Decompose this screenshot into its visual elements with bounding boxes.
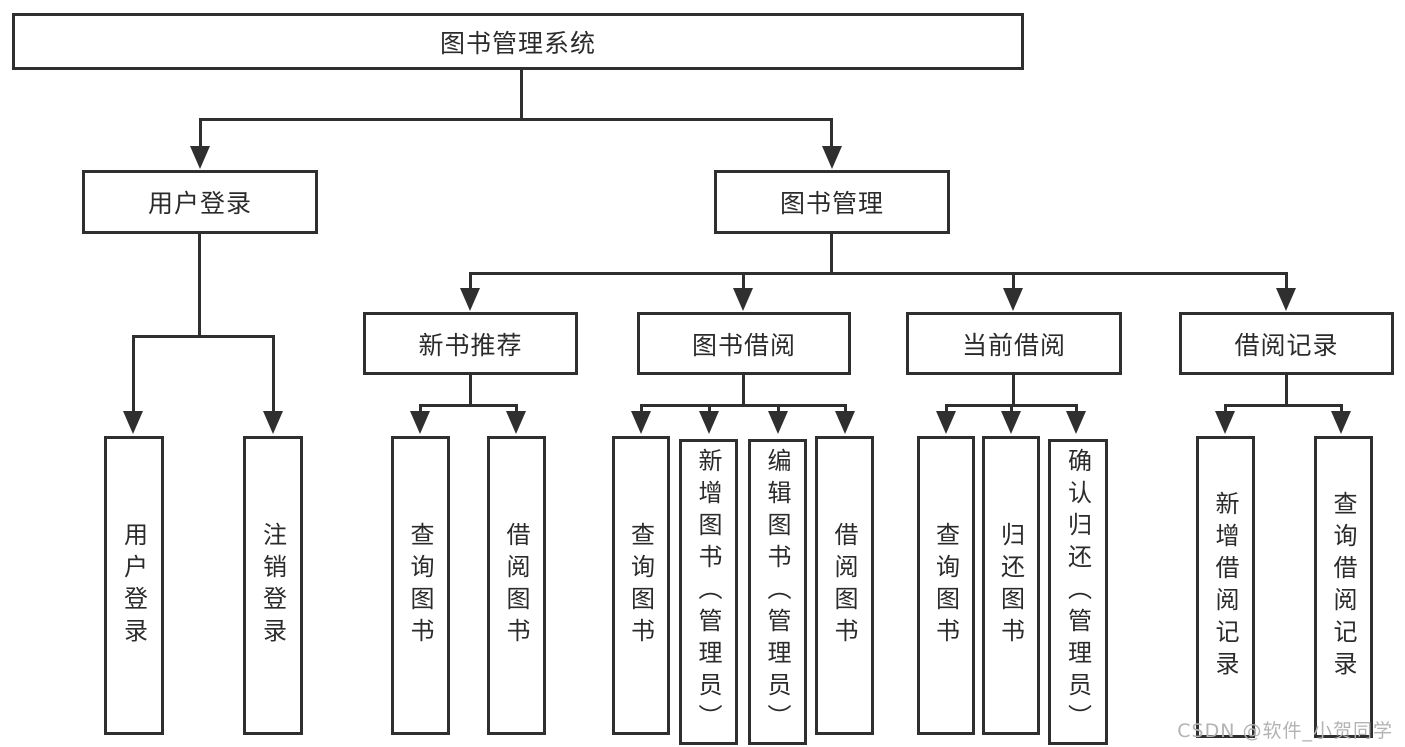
arrow-down-icon xyxy=(410,411,430,434)
connector-line xyxy=(640,404,643,414)
connector-line xyxy=(198,234,201,336)
leaf-query-books: 查询图书 xyxy=(917,436,975,735)
connector-line xyxy=(1075,404,1078,414)
connector-line xyxy=(520,70,523,118)
node-borrow-records: 借阅记录 xyxy=(1179,312,1394,375)
arrow-down-icon xyxy=(123,411,143,434)
leaf-confirm-return-admin: 确认归还（管理员） xyxy=(1048,439,1108,745)
connector-line xyxy=(640,404,847,407)
leaf-user-login: 用户登录 xyxy=(104,436,164,735)
leaf-edit-books-admin: 编辑图书（管理员） xyxy=(748,439,807,745)
node-new-book-recommend: 新书推荐 xyxy=(363,312,578,375)
connector-line xyxy=(1340,404,1343,414)
arrow-down-icon xyxy=(460,288,480,311)
leaf-add-books-admin: 新增图书（管理员） xyxy=(679,439,738,745)
connector-line xyxy=(777,404,780,414)
connector-line xyxy=(830,118,833,150)
arrow-down-icon xyxy=(1215,411,1235,434)
connector-line xyxy=(708,404,711,414)
leaf-query-books: 查询图书 xyxy=(391,436,450,735)
arrow-down-icon xyxy=(263,411,283,434)
arrow-down-icon xyxy=(936,411,956,434)
arrow-down-icon xyxy=(1003,288,1023,311)
leaf-borrow-books: 借阅图书 xyxy=(487,436,546,735)
arrow-down-icon xyxy=(506,411,526,434)
connector-line xyxy=(844,404,847,414)
node-user-login: 用户登录 xyxy=(82,170,318,234)
connector-line xyxy=(1224,404,1227,414)
connector-line xyxy=(1012,375,1015,407)
node-book-borrow: 图书借阅 xyxy=(637,312,851,375)
arrow-down-icon xyxy=(1276,288,1296,311)
connector-line xyxy=(830,234,833,275)
arrow-down-icon xyxy=(190,146,210,169)
connector-line xyxy=(272,335,275,413)
arrow-down-icon xyxy=(1331,411,1351,434)
connector-line xyxy=(1010,404,1013,414)
node-current-borrow: 当前借阅 xyxy=(906,312,1122,375)
leaf-logout: 注销登录 xyxy=(243,436,303,735)
arrow-down-icon xyxy=(699,411,719,434)
connector-line xyxy=(132,335,135,413)
connector-line xyxy=(515,404,518,414)
connector-line xyxy=(132,335,275,338)
leaf-add-borrow-record: 新增借阅记录 xyxy=(1196,436,1255,738)
arrow-down-icon xyxy=(835,411,855,434)
arrow-down-icon xyxy=(733,288,753,311)
arrow-down-icon xyxy=(768,411,788,434)
connector-line xyxy=(199,118,833,121)
connector-line xyxy=(1285,272,1288,290)
connector-line xyxy=(419,404,518,407)
connector-line xyxy=(1285,375,1288,407)
arrow-down-icon xyxy=(631,411,651,434)
leaf-return-books: 归还图书 xyxy=(982,436,1040,735)
leaf-borrow-books: 借阅图书 xyxy=(815,436,874,735)
connector-line xyxy=(1224,404,1343,407)
arrow-down-icon xyxy=(1001,411,1021,434)
connector-line xyxy=(199,118,202,150)
connector-line xyxy=(469,375,472,407)
csdn-watermark: CSDN @软件_小贺同学 xyxy=(1177,720,1393,742)
node-book-management: 图书管理 xyxy=(714,170,950,234)
connector-line xyxy=(469,272,472,290)
connector-line xyxy=(945,404,948,414)
connector-line xyxy=(1012,272,1015,290)
leaf-query-books: 查询图书 xyxy=(612,436,670,735)
node-root-library-management-system: 图书管理系统 xyxy=(12,13,1024,70)
arrow-down-icon xyxy=(822,146,842,169)
connector-line xyxy=(469,272,1288,275)
leaf-query-borrow-record: 查询借阅记录 xyxy=(1314,436,1373,738)
connector-line xyxy=(742,272,745,290)
connector-line xyxy=(419,404,422,414)
arrow-down-icon xyxy=(1066,411,1086,434)
connector-line xyxy=(742,375,745,407)
